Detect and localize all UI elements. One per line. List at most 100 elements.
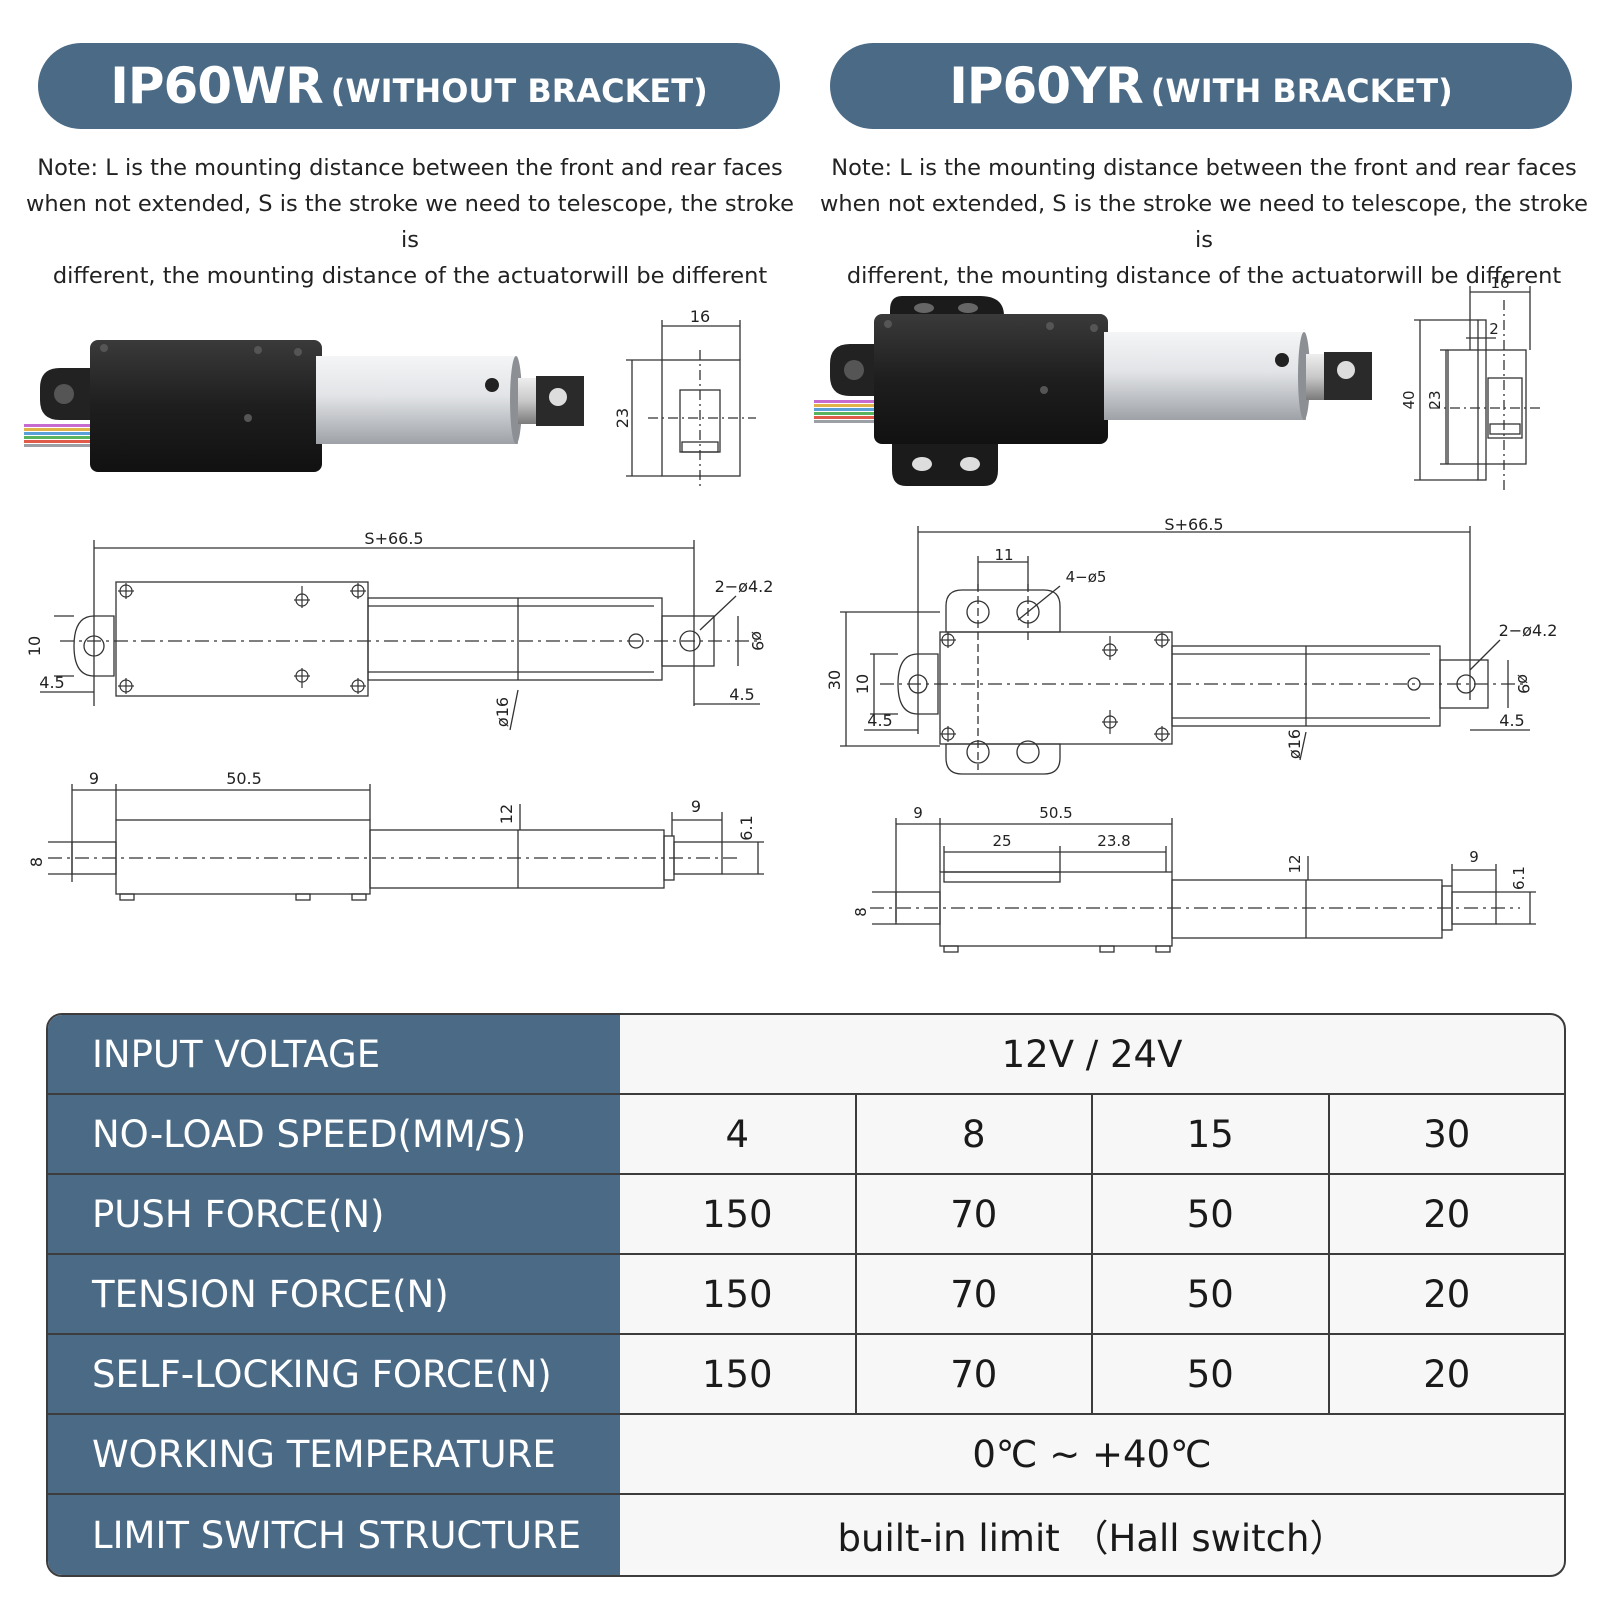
spec-values: built-in limit （Hall switch） [620,1495,1564,1575]
model-header-ip60wr: IP60WR (WITHOUT BRACKET) [38,43,780,129]
note-line: Note: L is the mounting distance between… [831,155,1577,181]
dim-rear-offset: 4.5 [39,673,64,692]
spec-values: 0℃ ~ +40℃ [620,1415,1564,1495]
dim-front-length: 9 [691,797,701,816]
spec-label: WORKING TEMPERATURE [48,1415,620,1495]
spec-value: 50 [1091,1175,1328,1253]
spec-label: LIMIT SWITCH STRUCTURE [48,1495,620,1575]
spec-value: 15 [1091,1095,1328,1173]
spec-values: 12V / 24V [620,1015,1564,1095]
dim-bracket-a: 25 [992,832,1011,850]
dim-rod-eye: ø9 [1514,674,1533,694]
technical-drawings: 16 23 S+66.5 2−ø4.2 10 4.5 [24,274,1558,953]
spec-values: 4 8 15 30 [620,1095,1564,1175]
dim-eye-height: 10 [853,674,872,694]
note-line: different, the mounting distance of the … [846,263,1562,289]
dim-overall-length: S+66.5 [364,529,423,548]
dim-body-length: 50.5 [226,769,262,788]
model-name: IP60YR [949,57,1144,115]
spec-value: 150 [701,1192,773,1236]
dim-rear-thickness: 8 [27,857,46,867]
spec-label: PUSH FORCE(N) [48,1175,620,1255]
dim-tube-dia: ø16 [493,697,512,727]
note-line: Note: L is the mounting distance between… [37,155,783,181]
spec-row-limit-switch: LIMIT SWITCH STRUCTURE built-in limit （H… [48,1495,1564,1575]
dim-end-height: 23 [1426,390,1444,409]
dim-rod-hole: 2−ø4.2 [1499,621,1558,640]
top-view-right [840,526,1530,775]
spec-value: 50 [1091,1255,1328,1333]
spec-label: SELF-LOCKING FORCE(N) [48,1335,620,1415]
spec-label: TENSION FORCE(N) [48,1255,620,1335]
spec-value: 0℃ ~ +40℃ [972,1432,1212,1476]
dim-front-offset: 4.5 [729,685,754,704]
spec-value: 70 [854,1175,1092,1253]
side-view-right [870,818,1536,953]
dim-overall-length: S+66.5 [1164,515,1223,534]
dim-rod-eye: ø9 [748,631,767,651]
dim-end-width: 16 [1490,274,1509,292]
spec-row-self-locking-force: SELF-LOCKING FORCE(N) 150 70 50 20 [48,1335,1564,1415]
end-view-left [626,320,756,488]
spec-values: 150 70 50 20 [620,1335,1564,1415]
spec-label: INPUT VOLTAGE [48,1015,620,1095]
spec-table: INPUT VOLTAGE 12V / 24V NO-LOAD SPEED(MM… [46,1013,1566,1577]
dim-front-offset: 4.5 [1499,711,1524,730]
spec-value: 70 [854,1255,1092,1333]
note-line: different, the mounting distance of the … [52,263,768,289]
spec-value: 150 [701,1272,773,1316]
end-view-right [1414,286,1540,490]
dim-rod-hole: 2−ø4.2 [715,577,774,596]
mounting-note-left: Note: L is the mounting distance between… [18,150,802,294]
dim-tube-dia: ø16 [1285,729,1304,759]
spec-value: 20 [1327,1255,1565,1333]
dim-body-length: 50.5 [1039,804,1072,822]
top-view-left [40,540,760,731]
dim-front-length: 9 [1469,848,1479,866]
spec-value: 8 [854,1095,1092,1173]
side-view-left [48,784,764,901]
model-name: IP60WR [110,57,323,115]
dim-rear-length: 9 [913,804,923,822]
spec-value: 150 [701,1352,773,1396]
dim-bracket-b: 23.8 [1097,832,1130,850]
spec-value: 20 [1327,1335,1565,1413]
dim-tube-gap: 12 [1286,854,1304,873]
spec-values: 150 70 50 20 [620,1255,1564,1335]
spec-row-input-voltage: INPUT VOLTAGE 12V / 24V [48,1015,1564,1095]
dim-tube-gap: 12 [497,804,516,824]
dim-rear-offset: 4.5 [867,711,892,730]
dim-front-thickness: 6.1 [1510,866,1528,890]
actuator-photo-left [24,340,584,472]
spec-value: 20 [1327,1175,1565,1253]
spec-value: 70 [854,1335,1092,1413]
spec-row-push-force: PUSH FORCE(N) 150 70 50 20 [48,1175,1564,1255]
spec-value: 50 [1091,1335,1328,1413]
model-variant: (WITHOUT BRACKET) [330,72,708,110]
dim-bracket-spacing: 11 [994,546,1013,564]
actuator-photo-right [814,296,1372,486]
spec-row-working-temperature: WORKING TEMPERATURE 0℃ ~ +40℃ [48,1415,1564,1495]
spec-value: 30 [1327,1095,1565,1173]
spec-row-no-load-speed: NO-LOAD SPEED(MM/S) 4 8 15 30 [48,1095,1564,1175]
dim-rear-length: 9 [89,769,99,788]
note-line: when not extended, S is the stroke we ne… [25,191,795,253]
wire-bundle [24,424,104,447]
dim-rear-thickness: 8 [852,907,870,917]
dim-bracket-height: 40 [1400,390,1418,409]
spec-value: built-in limit （Hall switch） [837,1517,1347,1560]
dim-end-width: 16 [690,307,710,326]
spec-row-tension-force: TENSION FORCE(N) 150 70 50 20 [48,1255,1564,1335]
model-variant: (WITH BRACKET) [1150,72,1453,110]
spec-value: 12V / 24V [1001,1032,1183,1076]
spec-values: 150 70 50 20 [620,1175,1564,1255]
note-line: when not extended, S is the stroke we ne… [819,191,1589,253]
wire-bundle [814,400,874,423]
dim-bracket-thickness: 2 [1489,320,1499,338]
dim-bracket-span: 30 [825,670,844,690]
dim-bracket-holes: 4−ø5 [1066,568,1107,586]
dim-end-height: 23 [613,408,632,428]
model-header-ip60yr: IP60YR (WITH BRACKET) [830,43,1572,129]
spec-value: 4 [725,1112,750,1156]
dim-eye-height: 10 [25,636,44,656]
